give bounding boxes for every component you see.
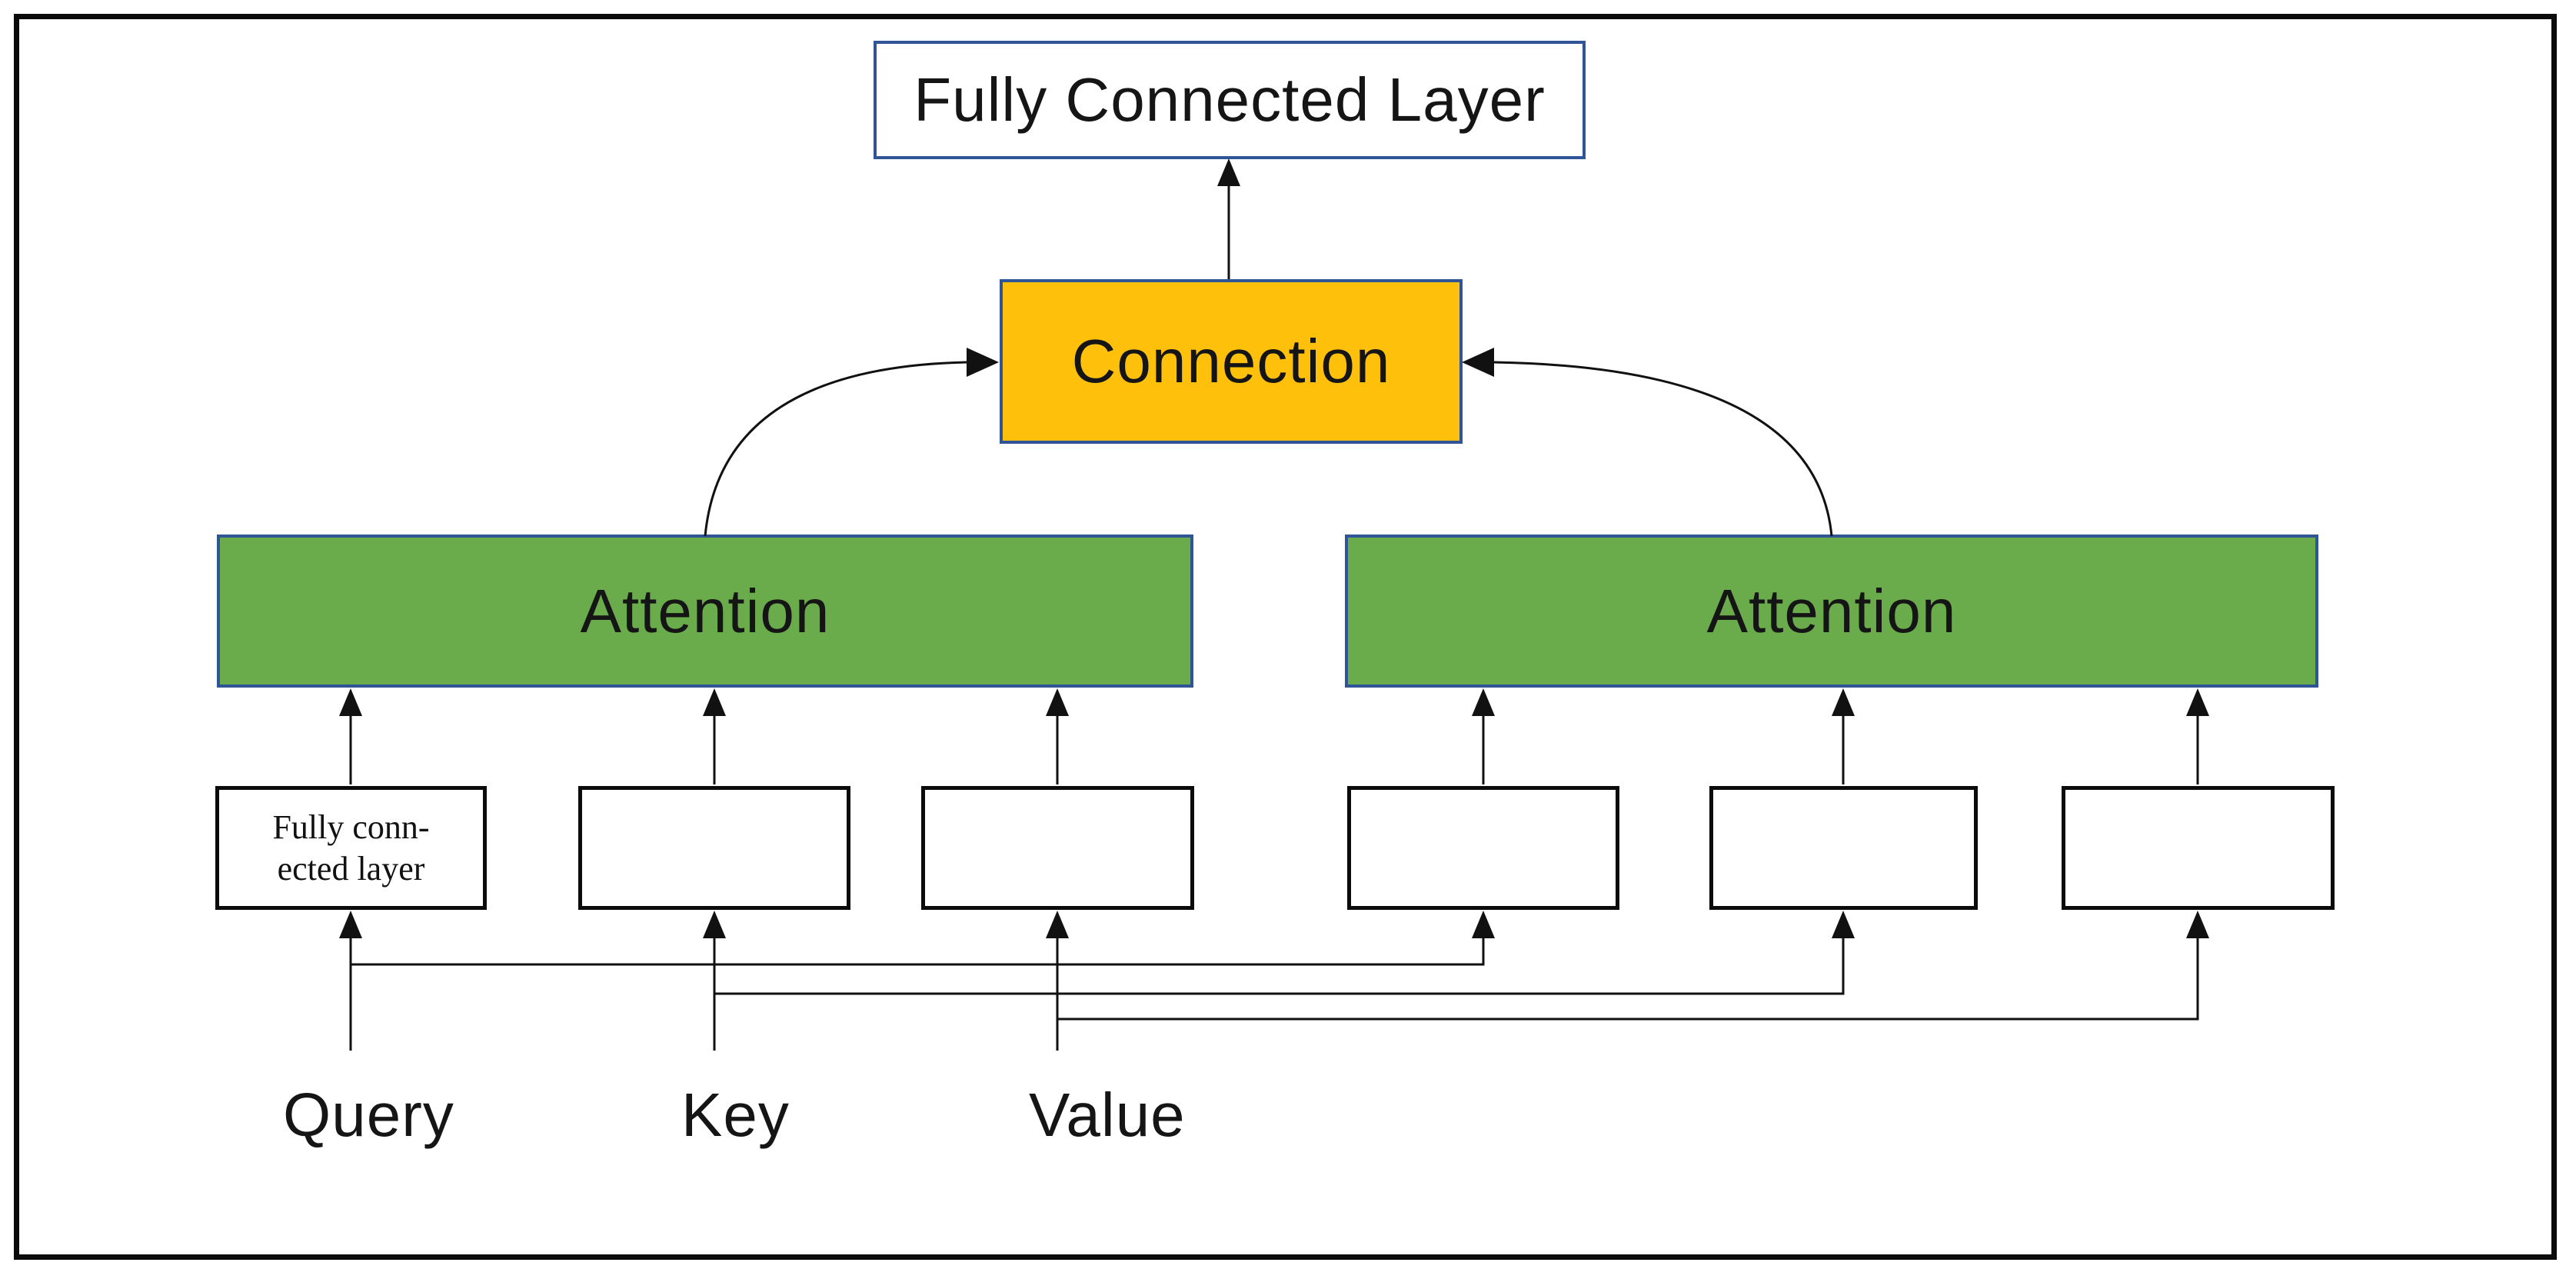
attention-left-node: Attention (217, 535, 1193, 688)
input-box-fully-connected: Fully conn- ected layer (215, 786, 487, 910)
attention-right-label: Attention (1706, 576, 1957, 645)
query-label: Query (283, 1081, 454, 1149)
input-box-fc-line2: ected layer (277, 849, 425, 888)
input-box-2 (578, 786, 850, 910)
key-label: Key (681, 1081, 790, 1149)
input-box-5 (1709, 786, 1978, 910)
attention-right-node: Attention (1345, 535, 2318, 688)
fully-connected-layer-label: Fully Connected Layer (914, 65, 1546, 134)
outer-frame (14, 14, 2557, 1260)
fully-connected-layer-node: Fully Connected Layer (874, 41, 1586, 159)
input-box-3 (921, 786, 1194, 910)
input-box-fc-line1: Fully conn- (272, 808, 430, 846)
input-box-6 (2062, 786, 2335, 910)
value-label: Value (1029, 1081, 1186, 1149)
connection-label: Connection (1071, 327, 1391, 395)
connection-node: Connection (1000, 279, 1463, 444)
input-box-4 (1347, 786, 1619, 910)
attention-left-label: Attention (580, 576, 830, 645)
